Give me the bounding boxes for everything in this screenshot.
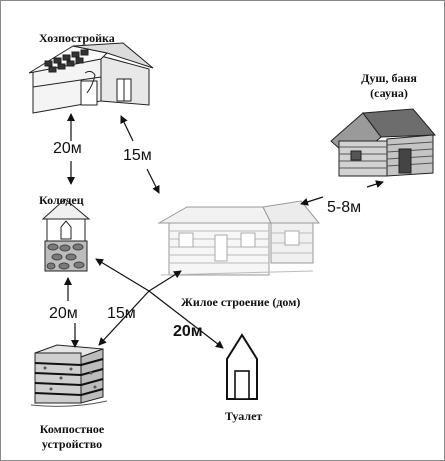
outhouse-icon: [226, 333, 258, 400]
arrow-hub-to-house: [148, 270, 182, 292]
distance-house-toilet: 20м: [173, 323, 203, 340]
sauna-label: Душ, баня (сауна): [349, 71, 429, 101]
compost-bin-icon: [30, 344, 108, 407]
distance-well-compost: 20м: [49, 305, 78, 322]
sauna-label-line2: (сауна): [370, 86, 408, 100]
distance-compost-house: 15м: [107, 305, 136, 322]
distance-utility-house: 15м: [123, 147, 152, 164]
arrow-hub-to-well: [95, 258, 150, 292]
utility-building-label: Хозпостройка: [39, 31, 115, 45]
compost-label: Компостное устройство: [31, 422, 113, 452]
arrow-hub-to-compost: [98, 290, 150, 346]
arrow-house-to-utility-down: [146, 168, 160, 194]
well-icon: [41, 198, 91, 272]
compost-label-line2: устройство: [41, 437, 103, 451]
log-house-icon: [157, 200, 321, 276]
distance-utility-well: 20м: [53, 140, 82, 157]
utility-building-icon: [28, 42, 154, 114]
arrow-house-to-sauna-right: [366, 180, 384, 188]
arrow-hub-to-toilet: [148, 290, 224, 349]
arrow-house-to-utility-up: [120, 115, 134, 142]
compost-label-line1: Компостное: [39, 422, 105, 436]
arrow-house-to-sauna-left: [300, 196, 324, 206]
well-label: Колодец: [39, 193, 84, 207]
log-sauna-icon: [330, 108, 437, 177]
toilet-label: Туалет: [225, 409, 263, 423]
distance-house-sauna: 5-8м: [327, 199, 362, 216]
sauna-label-line1: Душ, баня: [361, 71, 417, 85]
distance-arrows: [64, 113, 384, 349]
house-label: Жилое строение (дом): [181, 295, 301, 309]
